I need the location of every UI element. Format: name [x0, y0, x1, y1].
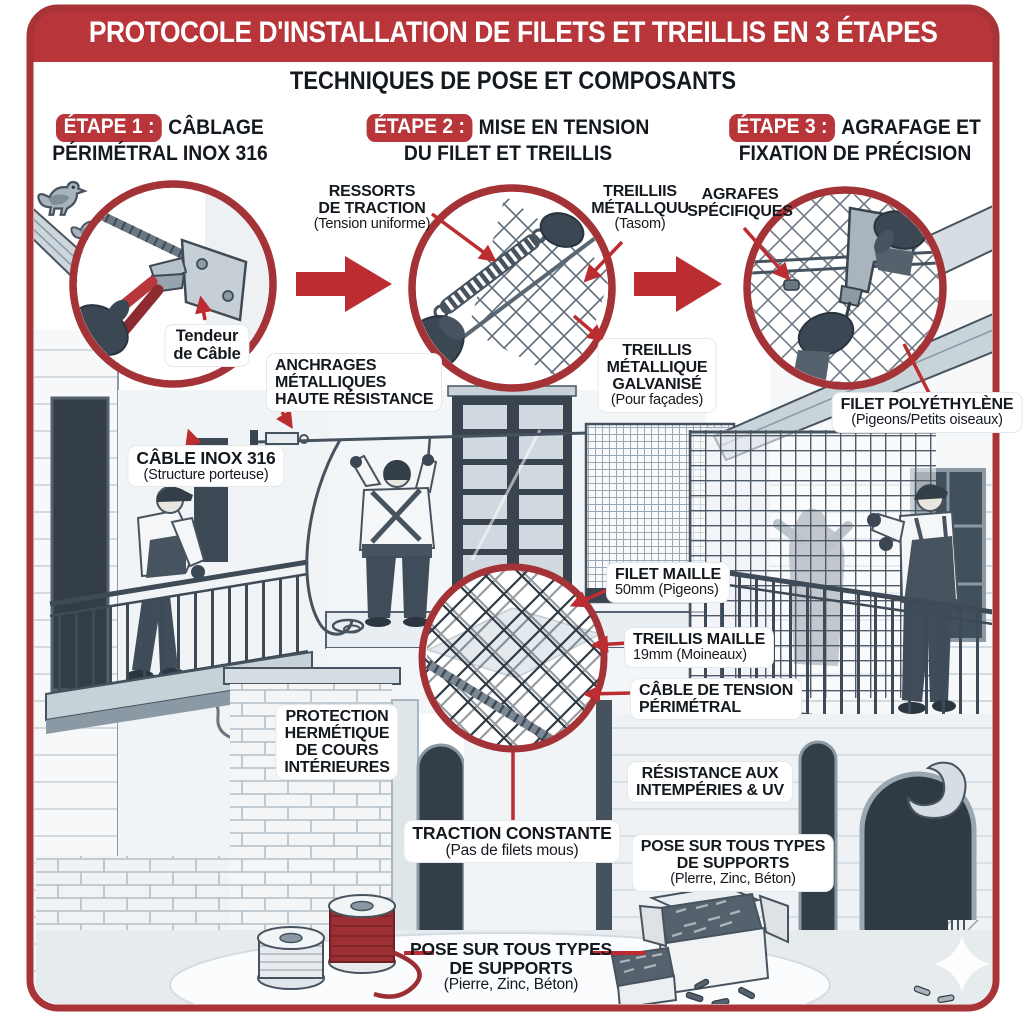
label-treilliis: TREILLIIS MÉTALLQUU (Tasom) — [591, 183, 689, 233]
label-treillis-galvanise: TREILLIS MÉTALLIQUE GALVANISÉ (Pour faça… — [597, 338, 717, 413]
label-connectors — [185, 212, 931, 955]
step-1-header: ÉTAPE 1 : CÂBLAGE PÉRIMÉTRAL INOX 316 — [52, 114, 268, 166]
cable-inox-arrow-icon — [185, 428, 202, 449]
label-pose-supports-right: POSE SUR TOUS TYPES DE SUPPORTS (Plerre,… — [631, 834, 835, 892]
red-cable-spool — [328, 894, 422, 999]
worker-tensioning-cable — [350, 454, 438, 627]
step-3-badge: ÉTAPE 3 : — [729, 114, 835, 143]
step-1-badge: ÉTAPE 1 : — [56, 114, 162, 143]
loose-anchors — [685, 978, 955, 1004]
slack-cable-loop — [305, 439, 354, 636]
cap-icon — [383, 459, 410, 480]
step-3-title-line2: FIXATION DE PRÉCISION — [738, 142, 972, 166]
step-2-title-line2: DU FILET ET TREILLIS — [403, 142, 613, 166]
poster-title: PROTOCOLE D'INSTALLATION DE FILETS ET TR… — [88, 16, 938, 49]
detail-circle-center-ring — [418, 563, 608, 753]
tendeur-arrow-icon — [195, 295, 213, 321]
step-2-badge: ÉTAPE 2 : — [366, 114, 473, 143]
detail-circle-3-ring — [743, 186, 947, 390]
fastener-box-small — [610, 946, 678, 1004]
glove-icon — [539, 212, 585, 248]
label-resistance-uv: RÉSISTANCE AUX INTEMPÉRIES & UV — [627, 761, 793, 804]
label-ressorts: RESSORTS DE TRACTION (Tension uniforme) — [313, 183, 431, 233]
label-agrafes: AGRAFES SPÉCIFIQUES — [687, 186, 793, 221]
treilliis-arrow-icon — [583, 240, 624, 283]
agrafes-arrow-icon — [742, 226, 791, 281]
label-anchrages: ANCHRAGES MÉTALLIQUES HAUTE RÉSISTANCE — [266, 353, 443, 413]
step-1-title-line2: PÉRIMÉTRAL INOX 316 — [52, 142, 268, 166]
step-3-header: ÉTAPE 3 : AGRAFAGE ET FIXATION DE PRÉCISI… — [729, 114, 981, 166]
step-2-header: ÉTAPE 2 :MISE EN TENSION DU FILET ET TRE… — [366, 114, 650, 166]
sparkle-icon — [934, 936, 990, 992]
label-cable-tension: CÂBLE DE TENSION PÉRIMÉTRAL — [630, 678, 803, 721]
poster-subtitle: TECHNIQUES DE POSE ET COMPOSANTS — [289, 67, 737, 95]
red-cable-tail — [373, 949, 422, 999]
detail-circle-1-ring — [69, 180, 277, 388]
perimeter-cable-edge — [425, 660, 565, 746]
label-filet-polyethylene: FILET POLYÉTHYLÈNE (Pigeons/Petits oisea… — [831, 392, 1023, 433]
detail-circle-3-content — [751, 194, 939, 382]
scroll-corbel-icon — [906, 761, 967, 820]
step1-to-step2-arrow-icon — [296, 256, 392, 312]
cable-tension-arrow-icon — [582, 684, 633, 703]
poster-frame — [26, 4, 1000, 1012]
cap-icon — [914, 485, 948, 500]
anchrages-arrow-icon — [276, 409, 293, 429]
title-banner — [30, 8, 996, 62]
galvanise-arrow-icon — [572, 314, 605, 343]
label-tendeur: Tendeur de Câble — [164, 324, 250, 368]
detail-circle-2-ring — [408, 184, 616, 392]
step2-to-step3-arrow-icon — [634, 256, 722, 312]
steel-cable-spool — [257, 926, 325, 990]
turnbuckle-icon — [265, 432, 299, 445]
label-pose-supports-bottom: POSE SUR TOUS TYPES DE SUPPORTS (Pierre,… — [409, 939, 613, 994]
glove-icon — [797, 311, 855, 357]
ressorts-arrow-icon — [430, 212, 497, 263]
label-protection-hermetique: PROTECTION HERMÉTIQUE DE COURS INTÉRIEUR… — [275, 704, 399, 781]
filet-poly-line — [902, 343, 931, 394]
filet-maille-arrow-icon — [569, 586, 613, 608]
label-cable-inox: CÂBLE INOX 316 (Structure porteuse) — [127, 445, 285, 488]
fastener-box-large — [638, 884, 789, 996]
staple-icon — [783, 279, 800, 291]
label-filet-maille: FILET MAILLE 50mm (Pigeons) — [606, 562, 731, 603]
label-traction-constante: TRACTION CONSTANTE (Pas de filets mous) — [403, 820, 621, 864]
cap-icon — [157, 487, 193, 502]
treillis-maille-arrow-icon — [590, 635, 629, 653]
step-2-title: MISE EN TENSION — [478, 116, 650, 139]
step-1-title: CÂBLAGE — [168, 116, 264, 139]
step-3-title: AGRAFAGE ET — [841, 116, 981, 139]
wall-anchor-icon — [250, 430, 258, 452]
label-treillis-maille: TREILLIS MAILLE 19mm (Moineaux) — [624, 627, 775, 668]
